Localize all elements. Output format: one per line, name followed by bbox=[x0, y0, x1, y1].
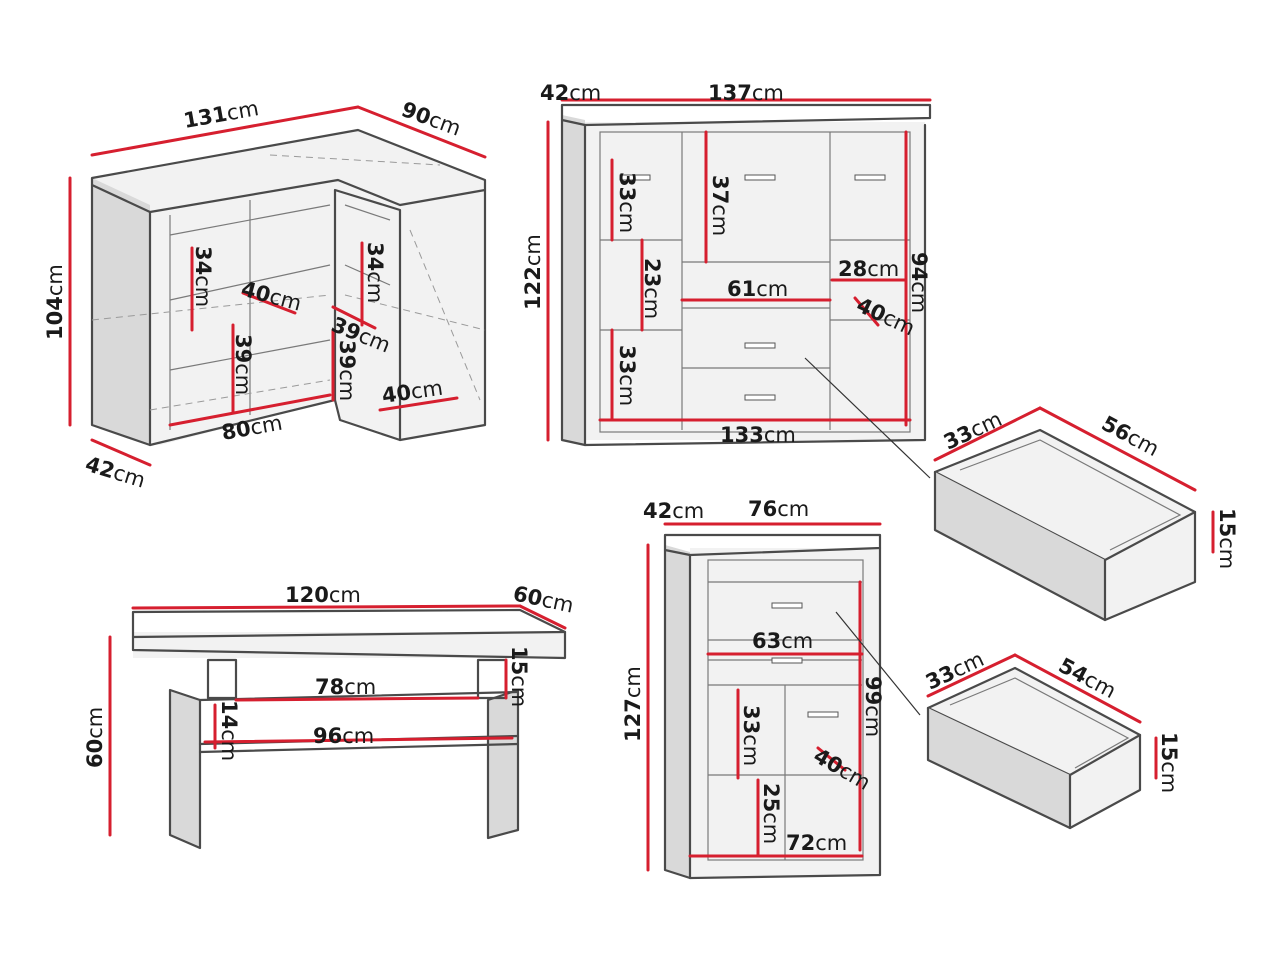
label-highboard-right-inner: 99cm bbox=[861, 676, 885, 737]
dim-line bbox=[234, 696, 480, 702]
label-corner-height: 104cm bbox=[43, 264, 67, 340]
label-highboard-depth: 42cm bbox=[643, 499, 704, 523]
label-table-shelf-gap: 14cm bbox=[217, 700, 241, 761]
label-drawer-small-height: 15cm bbox=[1157, 732, 1181, 793]
label-table-top-gap: 15cm bbox=[507, 646, 531, 707]
dim-line bbox=[168, 393, 332, 427]
label-highboard-width: 76cm bbox=[748, 497, 809, 521]
label-table-height: 60cm bbox=[83, 707, 107, 768]
dim-line bbox=[331, 305, 377, 330]
corner-cabinet: 131cm 90cm 104cm 42cm 34cm 40cm 34cm 39c… bbox=[43, 96, 487, 493]
label-sideboard-right-shelf: 28cm bbox=[838, 257, 899, 281]
label-sideboard-left-mid: 23cm bbox=[640, 258, 664, 319]
label-highboard-inner-width: 72cm bbox=[786, 831, 847, 855]
dim-line bbox=[933, 406, 1042, 462]
dim-line bbox=[90, 105, 360, 157]
label-sideboard-height: 122cm bbox=[521, 234, 545, 310]
label-corner-inner-width: 80cm bbox=[220, 411, 284, 445]
label-highboard-bottom: 25cm bbox=[759, 783, 783, 844]
dim-line bbox=[853, 296, 880, 327]
label-corner-shelf-right: 34cm bbox=[363, 242, 387, 303]
dim-line bbox=[356, 105, 487, 159]
label-corner-depth: 42cm bbox=[83, 452, 149, 493]
dim-line bbox=[1013, 653, 1142, 724]
label-corner-shelf-lower: 39cm bbox=[231, 334, 255, 395]
label-sideboard-left-top: 33cm bbox=[615, 172, 639, 233]
label-sideboard-width: 137cm bbox=[708, 81, 784, 105]
label-sideboard-center: 37cm bbox=[708, 175, 732, 236]
label-drawer-large-length: 56cm bbox=[1098, 411, 1163, 461]
dim-line bbox=[518, 604, 567, 630]
sideboard: 42cm 137cm 122cm 33cm 37cm 94cm 23cm 28c… bbox=[521, 81, 932, 479]
label-table-depth: 60cm bbox=[511, 581, 576, 617]
label-corner-shelf-top: 34cm bbox=[191, 246, 215, 307]
coffee-table: 120cm 60cm 60cm 15cm 78cm 14cm 96cm bbox=[83, 581, 576, 850]
label-corner-inner-depth-bottom: 40cm bbox=[380, 376, 444, 408]
label-table-upper-shelf: 78cm bbox=[315, 675, 376, 699]
label-table-width: 120cm bbox=[285, 583, 361, 607]
label-sideboard-left-bottom: 33cm bbox=[615, 345, 639, 406]
dim-line bbox=[378, 396, 459, 412]
label-corner-depth-right: 90cm bbox=[398, 97, 464, 141]
dim-line bbox=[926, 653, 1017, 698]
label-corner-shelf-lower-right: 39cm bbox=[335, 340, 359, 401]
drawer-large: 33cm 56cm 15cm bbox=[933, 406, 1239, 622]
highboard: 42cm 76cm 127cm 63cm 99cm 33cm 40cm 25cm… bbox=[621, 497, 921, 880]
drawer-small: 33cm 54cm 15cm bbox=[922, 647, 1181, 830]
dim-line bbox=[241, 291, 297, 315]
label-highboard-height: 127cm bbox=[621, 666, 645, 742]
dim-line bbox=[90, 438, 152, 467]
dim-line bbox=[816, 746, 847, 772]
label-highboard-drawer-inner: 63cm bbox=[752, 629, 813, 653]
dim-line bbox=[131, 604, 522, 610]
label-sideboard-depth: 42cm bbox=[540, 81, 601, 105]
label-sideboard-inner-width: 133cm bbox=[720, 423, 796, 447]
label-table-lower-shelf: 96cm bbox=[313, 724, 374, 748]
label-highboard-compartment: 33cm bbox=[739, 705, 763, 766]
dim-line bbox=[203, 736, 514, 744]
label-sideboard-right-inner: 94cm bbox=[907, 252, 931, 313]
label-sideboard-center-inner: 61cm bbox=[727, 277, 788, 301]
label-drawer-large-height: 15cm bbox=[1215, 508, 1239, 569]
dim-line bbox=[1038, 406, 1197, 492]
